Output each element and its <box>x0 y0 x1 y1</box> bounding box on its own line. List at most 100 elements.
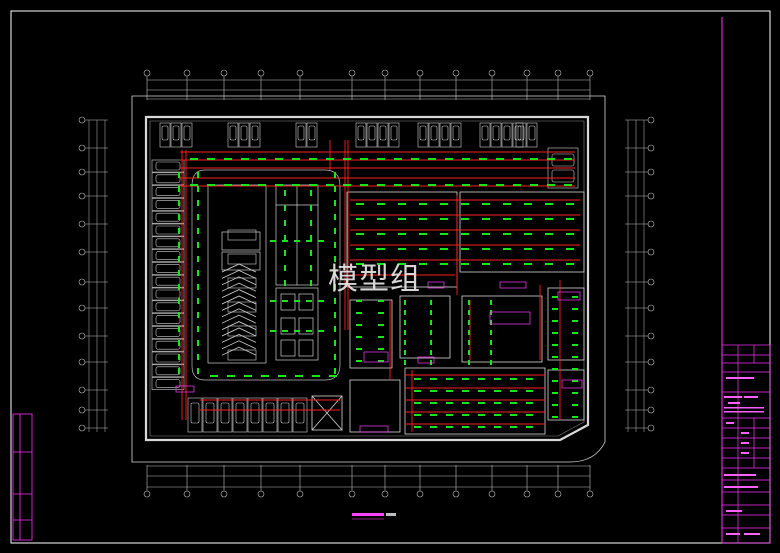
light-fixture <box>294 240 300 242</box>
parked-car <box>308 125 316 141</box>
parking-stall <box>227 122 239 148</box>
axis-bubble <box>220 490 228 498</box>
light-fixture <box>227 375 235 377</box>
light-fixture <box>414 414 421 416</box>
light-fixture <box>329 375 337 377</box>
light-fixture <box>309 184 317 186</box>
ramp-arrow <box>221 321 257 330</box>
parking-stall <box>151 172 185 186</box>
parked-car <box>227 253 257 265</box>
light-fixture <box>178 228 180 234</box>
light-fixture <box>462 390 469 392</box>
parking-stall <box>159 122 171 148</box>
light-fixture <box>462 414 469 416</box>
parking-stall <box>187 397 203 433</box>
axis-bubble <box>78 220 86 228</box>
light-fixture <box>178 186 180 192</box>
parking-stall <box>366 122 378 148</box>
light-fixture <box>430 310 432 315</box>
light-fixture <box>524 263 532 265</box>
parked-car <box>229 125 237 141</box>
light-fixture <box>552 416 558 418</box>
parking-stall <box>151 364 185 378</box>
light-fixture <box>312 375 320 377</box>
axis-bubble <box>381 69 389 77</box>
axis-bubble <box>78 116 86 124</box>
light-fixture <box>197 284 199 290</box>
light-fixture <box>461 263 469 265</box>
light-fixture <box>318 330 324 332</box>
left-binding-strip <box>12 413 33 541</box>
axis-bubble <box>143 490 151 498</box>
parking-stall <box>479 122 491 148</box>
light-fixture <box>210 375 218 377</box>
parked-car <box>205 402 215 424</box>
light-fixture <box>572 296 578 298</box>
light-fixture <box>284 250 286 256</box>
light-fixture <box>378 360 384 362</box>
light-fixture <box>258 184 266 186</box>
parking-stall <box>151 377 185 390</box>
light-fixture <box>479 158 487 160</box>
light-fixture <box>178 340 180 346</box>
light-fixture <box>547 158 555 160</box>
light-fixture <box>445 184 453 186</box>
axis-bubble <box>348 69 356 77</box>
light-fixture <box>356 348 362 350</box>
parked-car <box>155 225 181 235</box>
axis-bubble <box>647 386 655 394</box>
light-fixture <box>404 350 406 355</box>
ramp-arrow <box>221 327 257 337</box>
light-fixture <box>334 298 336 304</box>
light-fixture <box>306 300 312 302</box>
parked-car <box>441 125 449 141</box>
light-fixture <box>482 248 490 250</box>
parking-stall <box>355 122 367 148</box>
parking-stall <box>151 313 185 326</box>
axis-bubble <box>257 69 265 77</box>
ramp-arrow <box>221 346 257 356</box>
light-fixture <box>490 330 492 335</box>
exterior-wall-inner <box>149 120 585 437</box>
parking-stall <box>306 122 318 148</box>
top-parking-row <box>159 122 579 189</box>
light-fixture <box>430 340 432 345</box>
light-fixture <box>572 404 578 406</box>
axis-bubble <box>220 69 228 77</box>
parking-stall <box>151 338 185 352</box>
light-fixture <box>356 263 364 265</box>
light-fixture <box>334 284 336 290</box>
light-fixture <box>564 184 572 186</box>
light-fixture <box>282 300 288 302</box>
light-fixture <box>414 426 421 428</box>
light-fixture <box>178 298 180 304</box>
light-fixture <box>552 356 558 358</box>
light-fixture <box>503 233 511 235</box>
light-fixture <box>310 220 312 226</box>
light-fixture <box>241 184 249 186</box>
light-fixture <box>552 296 558 298</box>
axis-bubble <box>257 490 265 498</box>
light-fixture <box>462 378 469 380</box>
light-fixture <box>430 414 437 416</box>
light-fixture <box>190 184 198 186</box>
light-fixture <box>310 205 312 211</box>
light-fixture <box>356 233 364 235</box>
parked-car <box>155 340 181 350</box>
light-fixture <box>566 233 574 235</box>
parking-stall <box>249 122 261 148</box>
light-fixture <box>318 300 324 302</box>
light-fixture <box>284 280 286 286</box>
axis-bubble <box>523 490 531 498</box>
axis-bubble <box>78 386 86 394</box>
parked-car <box>240 125 248 141</box>
light-fixture <box>503 203 511 205</box>
light-fixture <box>468 310 470 315</box>
light-fixture <box>440 263 448 265</box>
parking-stall <box>377 122 389 148</box>
light-fixture <box>326 184 334 186</box>
light-fixture <box>494 402 501 404</box>
light-fixture <box>572 308 578 310</box>
light-fixture <box>552 380 558 382</box>
parking-stall <box>151 236 185 250</box>
